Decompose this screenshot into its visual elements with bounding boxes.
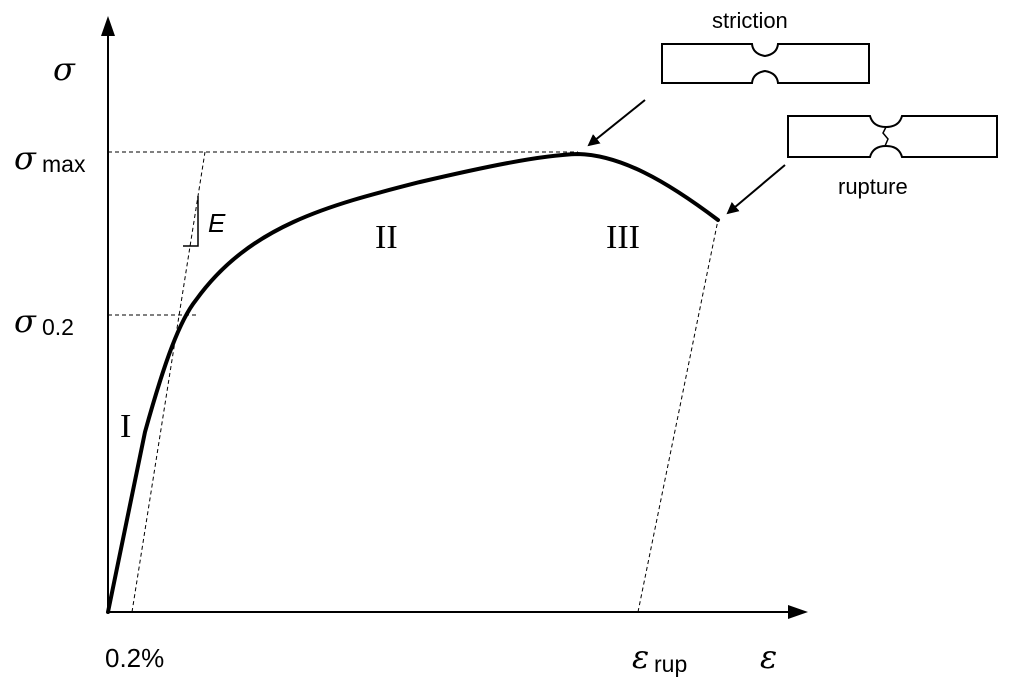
slope-triangle (183, 196, 199, 247)
modulus-label: E (208, 208, 226, 238)
sigma-02-symbol: σ (14, 302, 37, 340)
rupture-strain-subscript: rup (654, 651, 687, 677)
offset-strain-label: 0.2% (105, 643, 164, 673)
x-axis-label: ε (760, 638, 777, 676)
unloading-line (637, 219, 719, 613)
y-axis-label: σ (53, 50, 76, 88)
y-axis-arrowhead (101, 16, 115, 36)
sigma-02-subscript: 0.2 (42, 314, 74, 340)
x-axis-arrowhead (788, 605, 808, 619)
region-label-iii: III (606, 219, 640, 256)
necking-specimen-icon (661, 43, 870, 84)
fractured-specimen-icon (787, 115, 998, 158)
stress-strain-curve (106, 152, 720, 614)
rupture-label: rupture (838, 174, 908, 199)
striction-label: striction (712, 8, 788, 33)
rupture-strain-symbol: ε (632, 638, 649, 676)
region-label-ii: II (375, 219, 398, 256)
rupture-arrow (726, 164, 786, 215)
striction-arrow (587, 99, 646, 147)
offset-line (131, 151, 206, 613)
region-label-i: I (120, 408, 131, 445)
sigma-max-symbol: σ (14, 139, 37, 177)
sigma-max-subscript: max (42, 151, 86, 177)
